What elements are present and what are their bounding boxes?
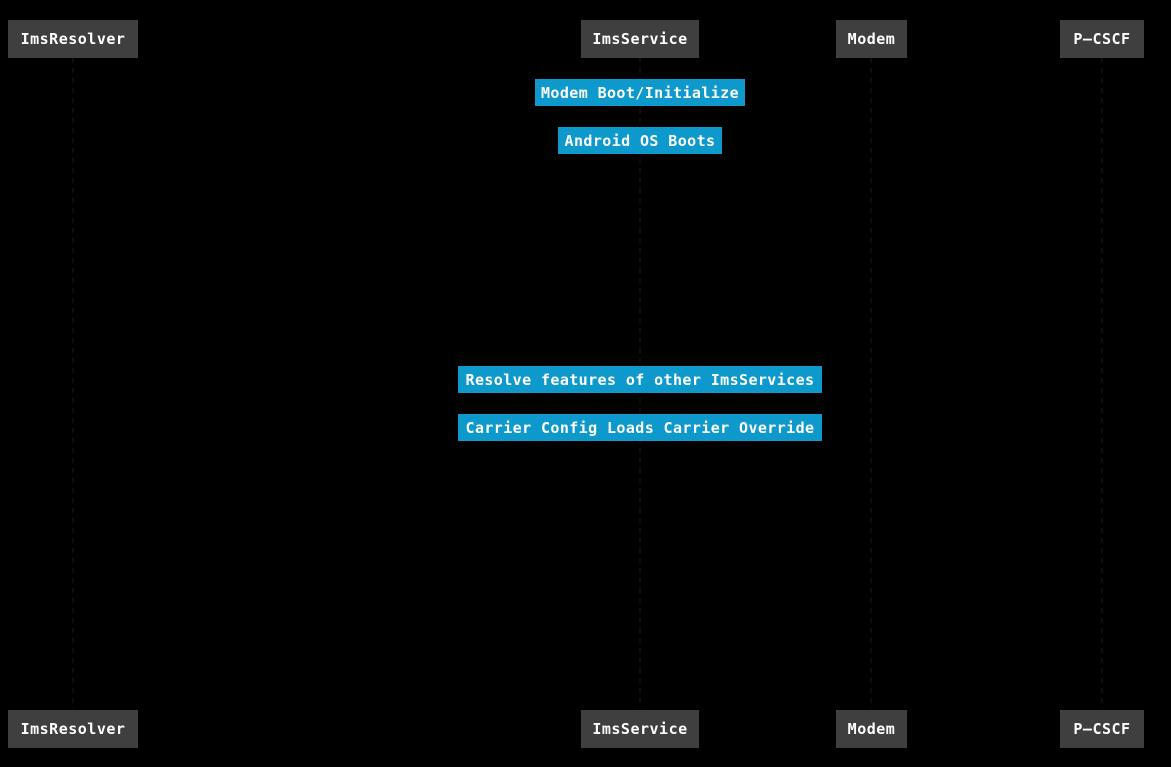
note-modem-boot-initialize[interactable]: Modem Boot/Initialize <box>535 79 745 106</box>
participant-bottom-pcscf[interactable]: P–CSCF <box>1060 710 1144 748</box>
participant-bottom-modem[interactable]: Modem <box>836 710 907 748</box>
note-carrier-config-loads-carrier-override[interactable]: Carrier Config Loads Carrier Override <box>458 414 822 441</box>
participant-label: Modem <box>847 30 896 48</box>
lifeline-modem <box>870 58 872 709</box>
participant-label: ImsResolver <box>20 720 126 738</box>
participant-label: P–CSCF <box>1073 30 1131 48</box>
note-resolve-features-of-other-imsservices[interactable]: Resolve features of other ImsServices <box>458 366 822 393</box>
participant-top-pcscf[interactable]: P–CSCF <box>1060 20 1144 58</box>
note-label: Carrier Config Loads Carrier Override <box>465 418 815 437</box>
note-label: Modem Boot/Initialize <box>540 83 740 102</box>
participant-top-imsservice[interactable]: ImsService <box>581 20 699 58</box>
participant-top-imsresolver[interactable]: ImsResolver <box>8 20 138 58</box>
participant-label: ImsService <box>592 30 688 48</box>
participant-label: Modem <box>847 720 896 738</box>
lifeline-pcscf <box>1101 58 1103 709</box>
participant-bottom-imsservice[interactable]: ImsService <box>581 710 699 748</box>
note-label: Android OS Boots <box>564 131 716 150</box>
lifeline-imsresolver <box>72 58 74 709</box>
participant-label: ImsResolver <box>20 30 126 48</box>
note-label: Resolve features of other ImsServices <box>465 370 815 389</box>
participant-label: ImsService <box>592 720 688 738</box>
participant-label: P–CSCF <box>1073 720 1131 738</box>
note-android-os-boots[interactable]: Android OS Boots <box>558 127 722 154</box>
participant-top-modem[interactable]: Modem <box>836 20 907 58</box>
participant-bottom-imsresolver[interactable]: ImsResolver <box>8 710 138 748</box>
